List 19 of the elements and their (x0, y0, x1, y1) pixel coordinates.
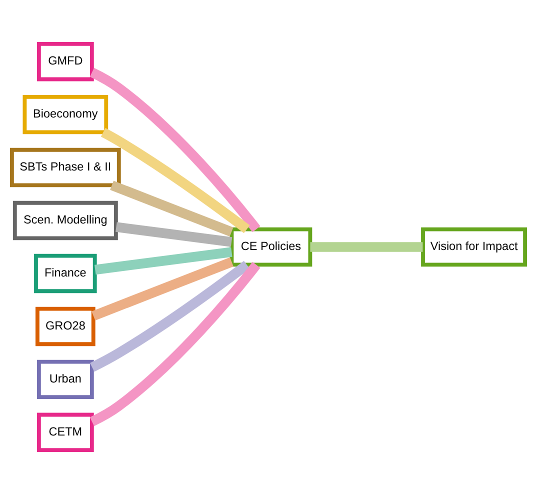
connector (100, 127, 250, 233)
connector (90, 67, 260, 232)
node-box: Bioeconomy (22, 94, 108, 134)
connector (90, 261, 260, 426)
connector (90, 260, 250, 372)
node-box: GMFD (36, 41, 94, 81)
connector (110, 180, 234, 236)
connector (92, 256, 234, 320)
node-box: Finance (34, 253, 97, 293)
connector (310, 242, 423, 252)
node-box: Scen. Modelling (12, 200, 118, 240)
connector (94, 246, 232, 274)
node-box: Vision for Impact (421, 226, 527, 266)
node-box: CE Policies (230, 226, 312, 266)
node-box: GRO28 (36, 306, 96, 346)
node-box: Urban (36, 359, 94, 399)
node-box: CETM (36, 412, 94, 452)
node-box: SBTs Phase I & II (10, 147, 121, 187)
connector (116, 222, 232, 246)
